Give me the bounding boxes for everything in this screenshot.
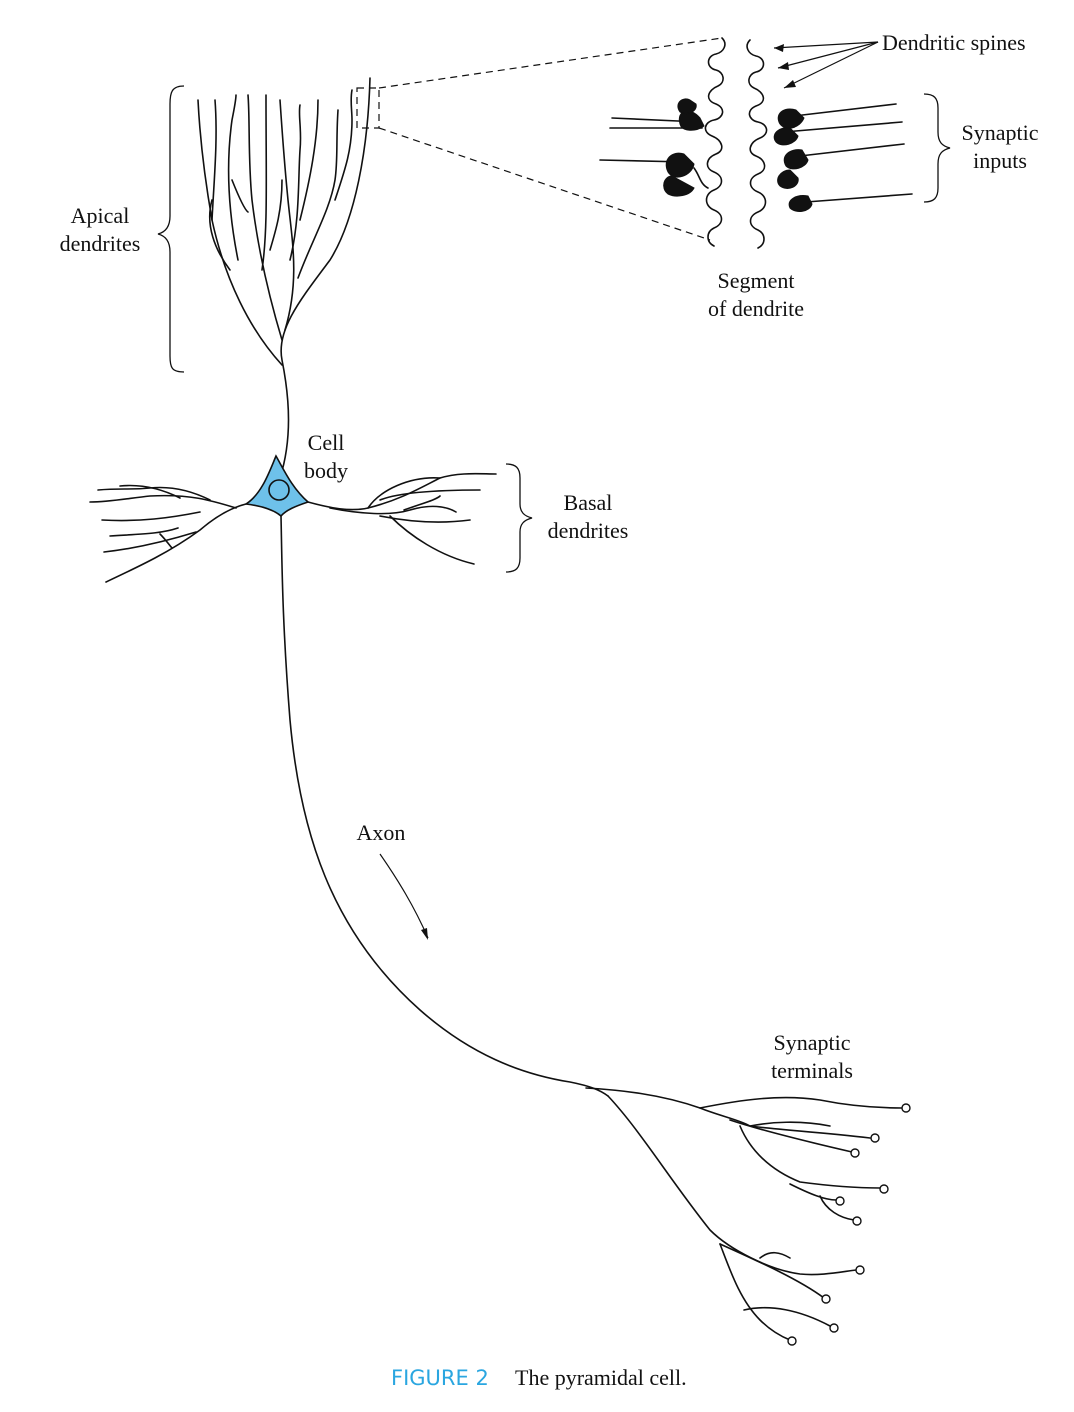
- label-dendritic-spines: Dendritic spines: [882, 30, 1026, 55]
- synaptic-inputs-brace: [923, 93, 951, 203]
- dendrite-segment: [599, 37, 913, 249]
- basal-dendrites: [89, 472, 497, 583]
- terminal-bouton: [879, 1184, 889, 1194]
- axon: [280, 515, 609, 1097]
- terminal-bouton: [852, 1216, 862, 1226]
- label-axon: Axon: [357, 820, 406, 845]
- label-apical-line2: dendrites: [60, 231, 141, 256]
- zoom-indicator: [356, 37, 723, 241]
- label-terminals-line1: Synaptic: [774, 1030, 851, 1055]
- apical-brace: [157, 85, 185, 373]
- terminal-bouton: [829, 1323, 839, 1333]
- label-synaptic-inputs-line2: inputs: [973, 148, 1027, 173]
- figure-caption: FIGURE 2 The pyramidal cell.: [391, 1365, 687, 1390]
- terminal-bouton: [870, 1133, 880, 1143]
- spine-arrows: [773, 41, 879, 89]
- terminal-bouton: [821, 1294, 831, 1304]
- terminal-bouton: [835, 1196, 845, 1206]
- basal-brace: [505, 463, 533, 573]
- terminal-bouton: [901, 1103, 911, 1113]
- synaptic-terminals: [585, 1087, 911, 1346]
- label-basal-line1: Basal: [564, 490, 613, 515]
- cell-body: [243, 454, 310, 518]
- label-basal-line2: dendrites: [548, 518, 629, 543]
- nucleus: [268, 479, 290, 501]
- label-segment-line2: of dendrite: [708, 296, 804, 321]
- label-segment-line1: Segment: [718, 268, 795, 293]
- label-apical-line1: Apical: [71, 203, 130, 228]
- apical-dendrites: [197, 77, 371, 479]
- soma-shape: [243, 454, 310, 518]
- labels: Apical dendrites Dendritic spines Synapt…: [60, 30, 1039, 1083]
- caption-text: The pyramidal cell.: [515, 1365, 687, 1390]
- label-cell-body-line2: body: [304, 458, 348, 483]
- caption-number: FIGURE 2: [391, 1366, 489, 1390]
- label-synaptic-inputs-line1: Synaptic: [962, 120, 1039, 145]
- label-cell-body-line1: Cell: [308, 430, 345, 455]
- terminal-bouton: [787, 1336, 797, 1346]
- label-terminals-line2: terminals: [771, 1058, 853, 1083]
- terminal-bouton: [850, 1148, 860, 1158]
- terminal-bouton: [855, 1265, 865, 1275]
- braces: [157, 85, 951, 573]
